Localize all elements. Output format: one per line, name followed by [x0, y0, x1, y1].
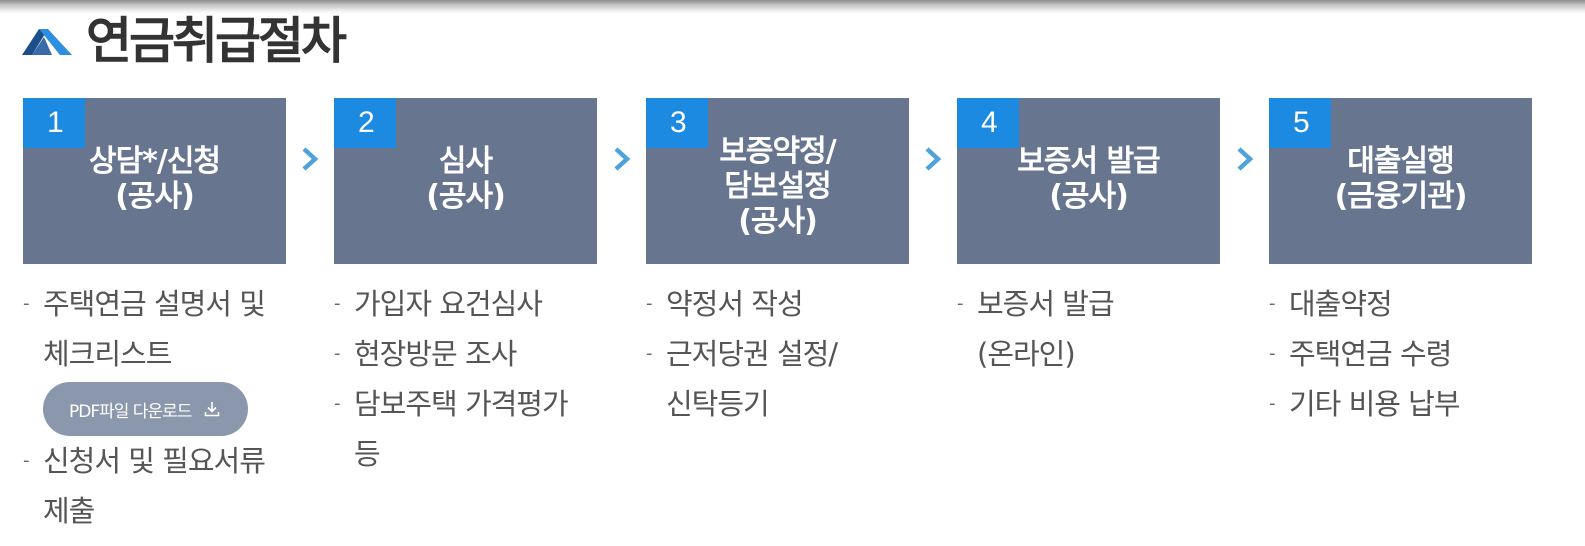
- list-item: -주택연금 설명서 및 체크리스트: [23, 287, 266, 371]
- list-item-text: 현장방문 조사: [354, 337, 517, 371]
- step-number: 1: [23, 98, 85, 148]
- chevron-right-icon: [302, 147, 319, 171]
- mountain-logo-icon: [22, 29, 72, 55]
- step-item-list: -가입자 요건심사 -현장방문 조사 -담보주택 가격평가 등: [334, 279, 597, 479]
- pdf-download-label: PDF파일 다운로드: [69, 401, 192, 422]
- step-4: 4 보증서 발급 (공사) -보증서 발급 (온라인): [957, 98, 1220, 379]
- list-item: -기타 비용 납부: [1269, 387, 1461, 421]
- step-3: 3 보증약정/ 담보설정 (공사) -약정서 작성 -근저당권 설정/ 신탁등기: [646, 98, 909, 429]
- step-title: 심사 (공사): [426, 144, 506, 214]
- step-item-list: -약정서 작성 -근저당권 설정/ 신탁등기: [646, 279, 909, 429]
- list-item-text: 담보주택 가격평가 등: [354, 387, 569, 471]
- step-number: 5: [1269, 98, 1331, 148]
- list-item: -현장방문 조사: [334, 337, 517, 371]
- step-5: 5 대출실행 (금융기관) -대출약정 -주택연금 수령 -기타 비용 납부: [1269, 98, 1532, 429]
- list-item-text: 약정서 작성: [666, 287, 804, 321]
- pdf-download-button[interactable]: PDF파일 다운로드: [43, 382, 248, 436]
- list-item: -담보주택 가격평가 등: [334, 387, 569, 471]
- step-number: 2: [334, 98, 396, 148]
- step-2: 2 심사 (공사) -가입자 요건심사 -현장방문 조사 -담보주택 가격평가 …: [334, 98, 597, 479]
- page-title: 연금취급절차: [86, 12, 347, 70]
- list-item-text: 주택연금 설명서 및 체크리스트: [43, 287, 266, 371]
- step-item-list: -보증서 발급 (온라인): [957, 279, 1220, 379]
- step-box: 1 상담*/신청 (공사): [23, 98, 286, 264]
- list-item-text: 기타 비용 납부: [1289, 387, 1461, 421]
- step-item-list: -주택연금 설명서 및 체크리스트: [23, 279, 286, 379]
- list-item: -신청서 및 필요서류 제출: [23, 444, 266, 528]
- step-title: 보증약정/ 담보설정 (공사): [719, 134, 836, 239]
- step-box: 5 대출실행 (금융기관): [1269, 98, 1532, 264]
- step-box: 4 보증서 발급 (공사): [957, 98, 1220, 264]
- list-item: -근저당권 설정/ 신탁등기: [646, 337, 838, 421]
- download-icon: [205, 402, 220, 417]
- step-number: 4: [957, 98, 1019, 148]
- list-item-text: 주택연금 수령: [1289, 337, 1452, 371]
- list-item: -보증서 발급 (온라인): [957, 287, 1115, 371]
- list-item-text: 근저당권 설정/ 신탁등기: [666, 337, 838, 421]
- step-box: 3 보증약정/ 담보설정 (공사): [646, 98, 909, 264]
- step-box: 2 심사 (공사): [334, 98, 597, 264]
- list-item: -가입자 요건심사: [334, 287, 543, 321]
- chevron-right-icon: [925, 147, 942, 171]
- step-title: 상담*/신청 (공사): [88, 144, 221, 214]
- step-number: 3: [646, 98, 708, 148]
- step-title: 대출실행 (금융기관): [1334, 144, 1468, 214]
- list-item: -주택연금 수령: [1269, 337, 1452, 371]
- list-item: -대출약정: [1269, 287, 1393, 321]
- list-item-text: 가입자 요건심사: [354, 287, 543, 321]
- list-item-text: 신청서 및 필요서류 제출: [43, 444, 266, 528]
- step-item-list: -신청서 및 필요서류 제출: [23, 436, 286, 536]
- list-item-text: 대출약정: [1289, 287, 1393, 321]
- list-item-text: 보증서 발급 (온라인): [977, 287, 1115, 371]
- chevron-right-icon: [1237, 147, 1254, 171]
- chevron-right-icon: [614, 147, 631, 171]
- step-1: 1 상담*/신청 (공사) -주택연금 설명서 및 체크리스트 PDF파일 다운…: [23, 98, 286, 536]
- list-item: -약정서 작성: [646, 287, 804, 321]
- page-header: 연금취급절차: [22, 8, 347, 74]
- step-title: 보증서 발급 (공사): [1017, 144, 1160, 214]
- step-item-list: -대출약정 -주택연금 수령 -기타 비용 납부: [1269, 279, 1532, 429]
- top-shadow-bar: [0, 0, 1585, 14]
